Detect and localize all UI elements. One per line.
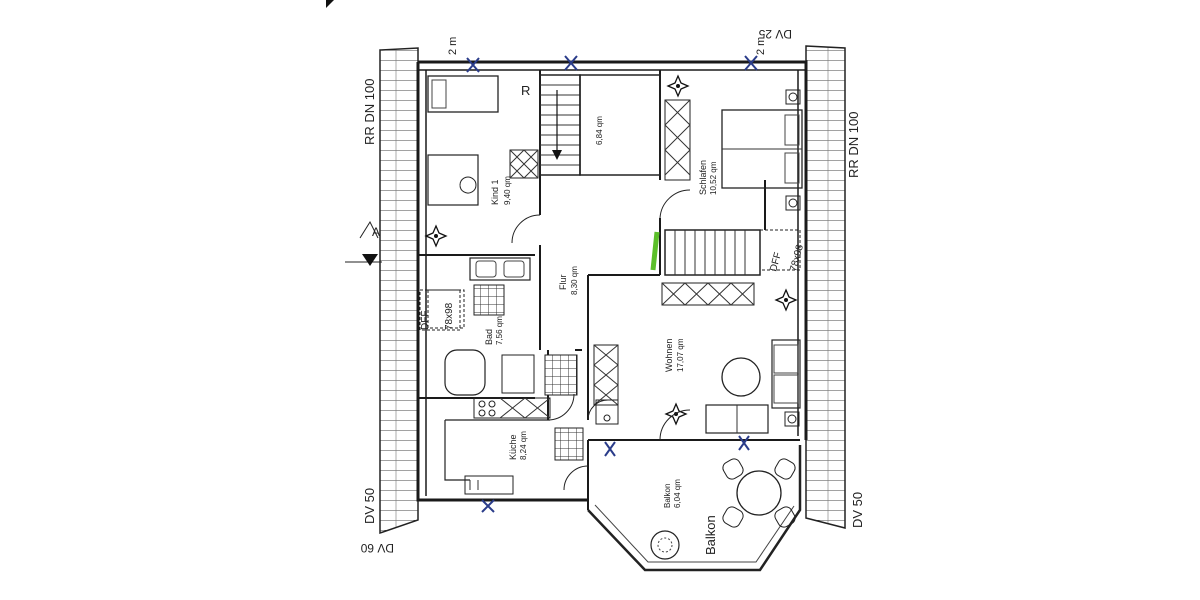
kitchen-fixtures [444, 397, 584, 495]
balkon-area: 6,04 qm [673, 479, 682, 508]
room-flur: Flur 8,30 qm [558, 266, 579, 295]
dff-window-left: DFF 78x98 [419, 289, 461, 331]
room-schlafen: Schlafen 10,52 qm [698, 160, 718, 195]
room-kind1: Kind 1 9,40 qm [490, 176, 512, 205]
roof-label-top-right: DV 25 [758, 27, 792, 41]
kueche-name: Küche [508, 434, 518, 460]
balcony [587, 445, 802, 572]
dff-window-right: DFF 78x98 [759, 229, 806, 273]
schlafen-area: 10,52 qm [709, 161, 718, 195]
roof-label-right-bottom: DV 50 [850, 492, 865, 528]
section-marker: A [345, 220, 382, 266]
room-kueche: Küche 8,24 qm [508, 431, 528, 460]
roof-label-bottom-left: DV 60 [360, 541, 394, 555]
flur-name: Flur [558, 274, 568, 290]
green-marker [650, 231, 660, 271]
roof-label-left-bottom: DV 50 [362, 488, 377, 524]
roof-right [805, 45, 846, 529]
kind1-furniture [424, 75, 539, 248]
bad-fixtures [427, 257, 578, 396]
schlafen-furniture [664, 74, 803, 211]
dff-left-size: 78x98 [444, 302, 455, 330]
roof-label-left-top: RR DN 100 [362, 79, 377, 145]
room-bad: Bad 7,56 qm [484, 316, 504, 345]
balkon-name: Balkon [663, 484, 672, 508]
flur-area: 8,30 qm [570, 266, 579, 295]
window-markers [466, 55, 758, 513]
door-r-marker: R [521, 83, 530, 98]
doors [511, 189, 691, 491]
dim-top-right: 2 m [755, 37, 767, 55]
room-wohnen: Wohnen 17,07 qm [664, 338, 685, 372]
kind1-name: Kind 1 [490, 179, 500, 205]
wohnen-name: Wohnen [664, 339, 674, 372]
exterior-walls [416, 60, 808, 502]
room-balkon: Balkon 6,04 qm Balkon [663, 479, 718, 555]
section-a-label: A [372, 225, 380, 239]
stair-area: 6,84 qm [595, 116, 604, 145]
roof-left [379, 47, 419, 535]
bad-name: Bad [484, 329, 494, 345]
corner-tick [326, 0, 334, 8]
dff-left-label: DFF [420, 311, 431, 330]
wohnen-area: 17,07 qm [676, 338, 685, 372]
dff-right-label: DFF [768, 251, 784, 273]
dff-right-size: 78x98 [788, 243, 806, 273]
dim-top-left: 2 m [447, 37, 459, 55]
balkon-label: Balkon [703, 515, 718, 555]
bad-area: 7,56 qm [495, 316, 504, 345]
room-stairwell: 6,84 qm [595, 116, 604, 145]
wohnen-furniture [593, 282, 801, 434]
kind1-area: 9,40 qm [503, 176, 512, 205]
stairs-right [664, 229, 761, 276]
stairs-top [539, 74, 661, 176]
kueche-area: 8,24 qm [519, 431, 528, 460]
roof-label-right-top: RR DN 100 [846, 112, 861, 178]
schlafen-name: Schlafen [698, 160, 708, 195]
